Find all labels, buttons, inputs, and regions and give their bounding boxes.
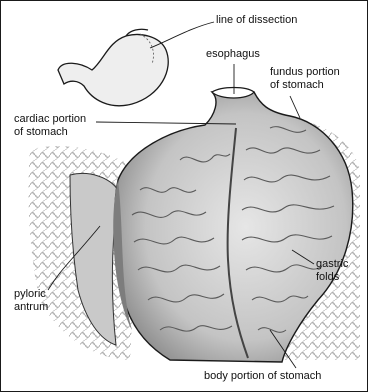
esophagus-label: esophagus [206,48,260,61]
cardiac-label: cardiac portion of stomach [14,113,86,139]
body-portion-label: body portion of stomach [204,370,321,383]
pyloric-antrum-label: pyloric antrum [14,288,48,314]
gastric-folds-label: gastric folds [316,258,348,284]
fundus-label: fundus portion of stomach [270,66,340,92]
inset-stomach [58,29,168,106]
line-of-dissection-label: line of dissection [216,14,297,27]
